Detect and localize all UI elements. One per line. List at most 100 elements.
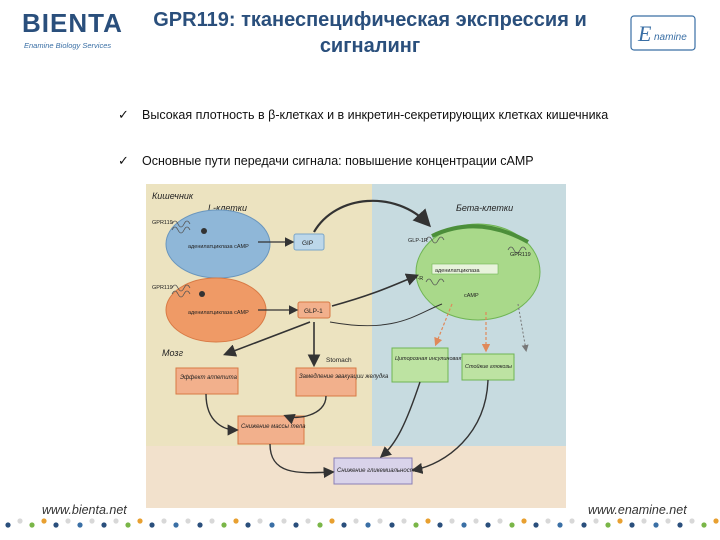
label-appetite: Эффект аппетита [180,375,238,381]
decorative-dot [197,522,203,528]
check-icon: ✓ [118,153,129,168]
label-glycemia: Снижение гликемиальности [337,468,419,474]
decorative-dot [137,518,143,524]
label-camp: cAMP [464,293,479,299]
label-lcells: L-клетки [208,203,247,213]
decorative-dot [365,522,371,528]
label-beta-cells: Бета-клетки [456,203,513,213]
decorative-dot [545,518,551,524]
label-intestine: Кишечник [152,191,194,201]
decorative-dot [689,518,695,524]
dashed-arrow-insulin [434,303,453,347]
receptor-icon [171,284,191,298]
decorative-dot [89,518,95,524]
enamine-url[interactable]: www.enamine.net [588,503,687,517]
glycemia-box [333,457,413,485]
decorative-dot [641,518,647,524]
label-glp1: GLP-1 [304,308,323,315]
decorative-dot [149,522,155,528]
adenylate-box [431,263,499,275]
bienta-url[interactable]: www.bienta.net [42,503,127,517]
decorative-dot [113,518,119,524]
decorative-dot [305,518,311,524]
gpr119-signaling-diagram: Кишечник L-клетки Бета-клетки Мозг Stoma… [146,184,566,508]
decorative-dot [41,518,47,524]
decorative-dot [65,518,71,524]
decorative-dot [77,522,83,528]
gastric-emptying-box [295,367,357,397]
decorative-dot [701,522,707,528]
decorative-dot [509,522,515,528]
decorative-dot [437,522,443,528]
decorative-dot [29,522,35,528]
appetite-box [175,367,239,395]
label-weight-loss: Снижение массы тела [241,424,306,430]
label-glucose: Стойкие глюкозы [465,363,512,370]
decorative-dot [569,518,575,524]
label-adenylate-3: аденилатциклаза [435,268,481,274]
label-adenylate-1: аденилатциклаза cAMP [188,244,249,250]
decorative-dot [293,522,299,528]
g-protein-icon [201,228,207,234]
decorative-dot [5,522,11,528]
label-gpr119-a: GPR119 [152,220,173,226]
decorative-dot [329,518,335,524]
check-icon: ✓ [118,107,129,122]
decorative-dot [161,518,167,524]
decorative-dot [533,522,539,528]
decorative-dot [281,518,287,524]
glucose-box [461,353,515,381]
arrow-gip-to-beta [313,199,432,233]
decorative-dot [53,522,59,528]
label-insulin-regulation: Циторозная инсулиновая эффект. регуляция [395,356,515,362]
insulin-regulation-box [391,347,449,383]
decorative-dot [353,518,359,524]
decorative-dot [257,518,263,524]
arrow-appetite-to-weight [205,393,239,436]
decorative-dot [221,522,227,528]
label-glp1r: GLP-1R [408,238,428,244]
decorative-dot [485,522,491,528]
g-protein-icon [199,291,205,297]
bienta-logo-tagline: Enamine Biology Services [24,41,112,50]
label-gpr119-c: GPR119 [510,252,531,258]
enamine-logo-word: namine [654,32,687,43]
decorative-dot [413,522,419,528]
decorative-dot [521,518,527,524]
decorative-dot [665,518,671,524]
enamine-logo-letter: E [637,21,652,46]
label-gastric-emptying: Замедление эвакуации желудка [299,374,389,380]
label-gpr119-b: GPR119 [152,285,173,291]
beta-cell-membrane [431,224,529,244]
decorative-dot [497,518,503,524]
bienta-logo: BIENTA Enamine Biology Services [22,8,134,52]
decorative-dot [101,522,107,528]
decorative-dot [473,518,479,524]
arrow-weight-to-glycemia [269,443,335,479]
decorative-dot [617,518,623,524]
decorative-dot [245,522,251,528]
connector-line [329,303,443,327]
label-gip: GIP [302,240,313,247]
label-stomach: Stomach [326,357,352,364]
decorative-dot [233,518,239,524]
decorative-dot [341,522,347,528]
bullet-1-text: Высокая плотность в β-клетках и в инкрет… [142,108,609,122]
decorative-dot [377,518,383,524]
decorative-dot [605,522,611,528]
decorative-dot [557,522,563,528]
bienta-logo-word: BIENTA [22,8,123,38]
decorative-dot [581,522,587,528]
receptor-icon [425,236,527,286]
decorative-dot [17,518,23,524]
decorative-dot [449,518,455,524]
decorative-dot [389,522,395,528]
decorative-dot [629,522,635,528]
receptor-icon [171,220,191,234]
decorative-dot [209,518,215,524]
decorative-dot [593,518,599,524]
arrow-glp1-to-beta [331,273,419,307]
decorative-dot [173,522,179,528]
label-brain: Мозг [162,348,184,358]
decorative-dot [401,518,407,524]
